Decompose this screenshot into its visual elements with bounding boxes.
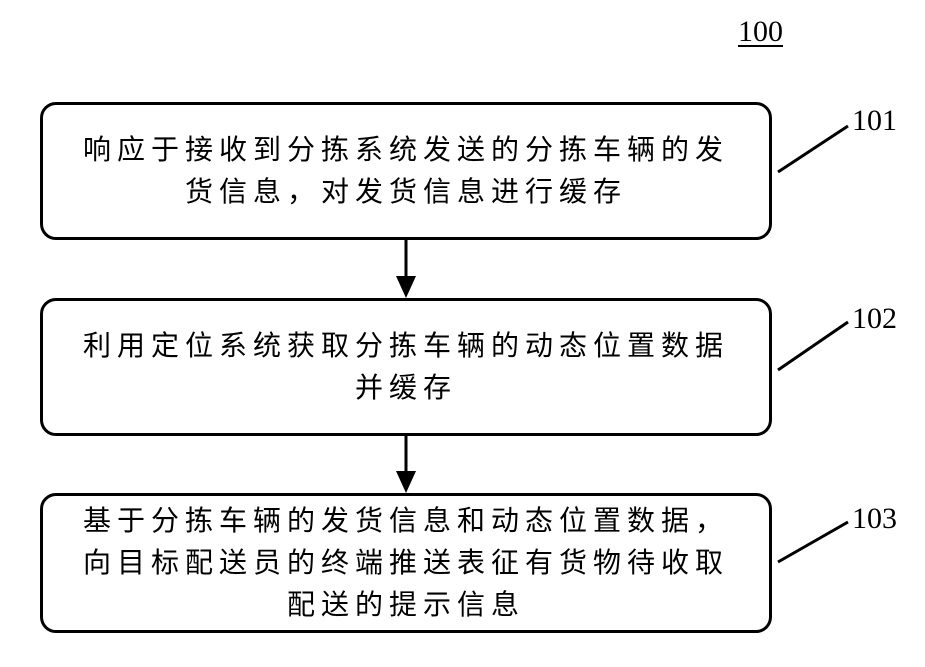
leader-line-101	[778, 126, 848, 172]
flow-arrow-down	[396, 436, 416, 493]
ref-numeral-101: 101	[852, 104, 897, 138]
ref-numeral-103: 103	[852, 502, 897, 536]
flow-arrow-down	[396, 240, 416, 298]
ref-numeral-102: 102	[852, 302, 897, 336]
leader-line-102	[778, 322, 848, 370]
leader-line-103	[778, 522, 848, 562]
